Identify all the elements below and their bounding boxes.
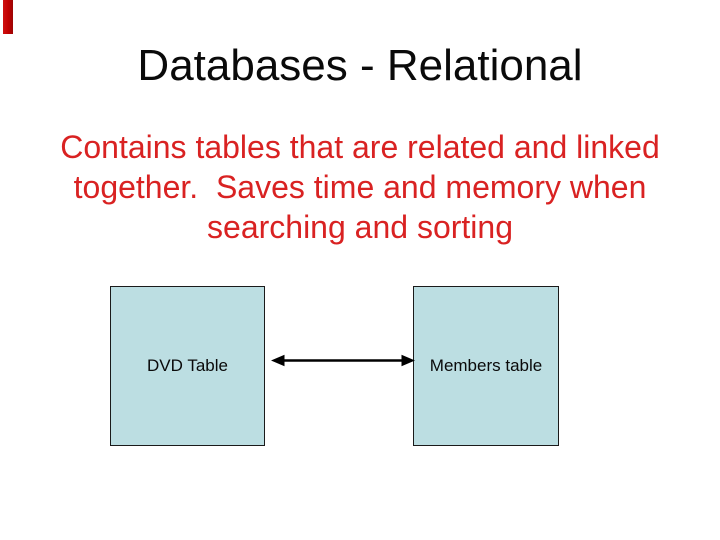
members-table-box: Members table (413, 286, 559, 446)
body-line: together. Saves time and memory when (73, 169, 647, 205)
members-table-box-label: Members table (429, 356, 543, 375)
corner-accent-bar (3, 0, 13, 34)
dvd-table-box: DVD Table (110, 286, 265, 446)
body-line: searching and sorting (207, 209, 513, 245)
dvd-table-box-label: DVD Table (147, 356, 228, 375)
body-line: Contains tables that are related and lin… (60, 129, 660, 165)
body-text-block: Contains tables that are related and lin… (20, 127, 700, 247)
arrow-head-left (271, 354, 285, 367)
slide-title: Databases - Relational (137, 41, 583, 90)
